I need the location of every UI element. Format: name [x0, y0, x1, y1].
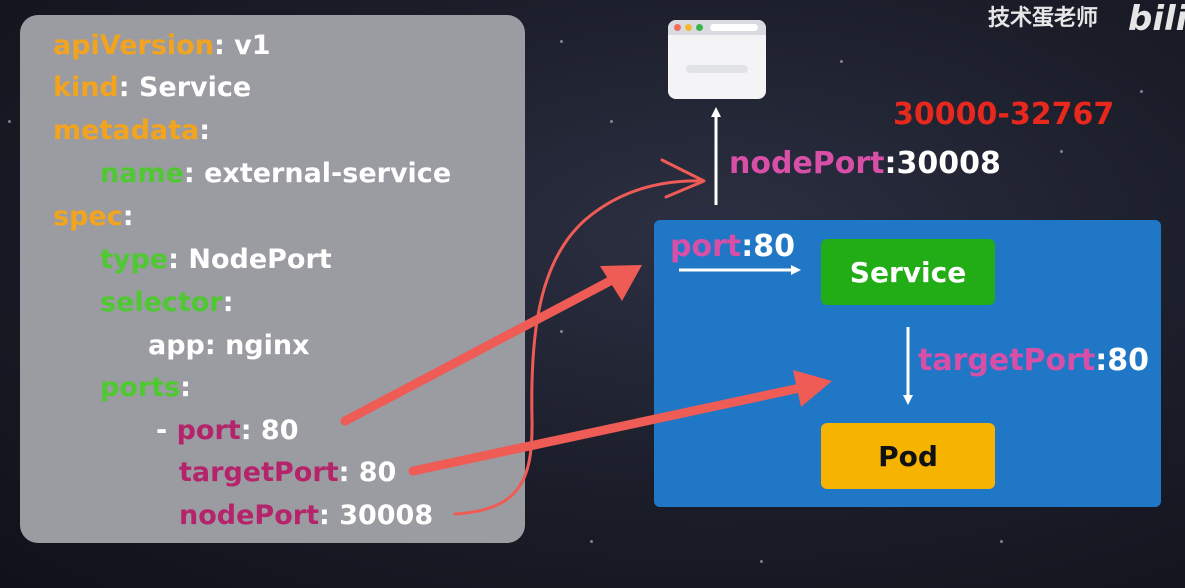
yaml-line-targetport: targetPort: 80	[179, 459, 396, 486]
port-label: port:80	[670, 232, 795, 262]
label-key: targetPort	[918, 343, 1096, 378]
label-sep: :	[1095, 343, 1108, 378]
red-curve-nodeport	[453, 179, 704, 516]
yaml-sep: :	[213, 30, 235, 61]
nodeport-range-label: 30000-32767	[893, 97, 1115, 132]
yaml-line-metadata: metadata:	[53, 117, 210, 144]
yaml-line-spec: spec:	[53, 203, 134, 230]
yaml-value: v1	[234, 30, 271, 61]
yaml-line-app: app: nginx	[148, 330, 310, 361]
yaml-value: 80	[260, 415, 299, 446]
yaml-value: 80	[358, 457, 397, 488]
yaml-dash: -	[156, 415, 177, 446]
yaml-key: spec	[53, 201, 123, 232]
label-value: 80	[1107, 343, 1150, 378]
red-arrow-targetport	[408, 383, 805, 476]
yaml-key: port	[176, 415, 241, 446]
yaml-key: selector	[100, 287, 223, 318]
yaml-sep: :	[222, 287, 234, 318]
yaml-sep: :	[168, 244, 189, 275]
label-sep: :	[741, 229, 754, 264]
label-value: 30008	[896, 146, 1001, 181]
yaml-value: external-service	[204, 158, 452, 189]
yaml-line-kind: kind: Service	[53, 74, 251, 101]
yaml-key: ports	[100, 372, 181, 403]
browser-content-line	[686, 65, 748, 73]
yaml-sep: :	[122, 201, 134, 232]
yaml-key: kind	[53, 72, 119, 103]
yaml-line-name: name: external-service	[100, 160, 451, 187]
yaml-sep: :	[199, 115, 211, 146]
targetport-label: targetPort:80	[918, 346, 1149, 376]
yaml-sep: :	[318, 500, 340, 531]
service-box: Service	[821, 239, 995, 305]
yaml-sep: :	[338, 457, 359, 488]
yaml-key: targetPort	[179, 457, 339, 488]
author-watermark: 技术蛋老师	[988, 6, 1099, 31]
yaml-key: nodePort	[179, 500, 319, 531]
yaml-sep: :	[180, 372, 191, 403]
browser-title-bar	[668, 20, 766, 35]
yaml-key: apiVersion	[53, 30, 214, 61]
label-sep: :	[884, 146, 897, 181]
red-arrowhead-targetport	[793, 370, 832, 407]
yaml-code-panel	[20, 15, 525, 543]
nodeport-label: nodePort:30008	[729, 149, 1001, 179]
yaml-line-type: type: NodePort	[100, 246, 332, 273]
pod-box: Pod	[821, 423, 995, 489]
yaml-value: 30008	[339, 500, 434, 531]
yaml-key: name	[100, 158, 184, 189]
yaml-line-port: - port: 80	[156, 417, 299, 444]
browser-url-bar	[710, 24, 758, 31]
yaml-sep: :	[183, 158, 205, 189]
yaml-sep: :	[240, 415, 261, 446]
browser-dot-red	[674, 24, 681, 31]
yaml-line-ports: ports:	[100, 374, 191, 401]
yaml-key: metadata	[53, 115, 200, 146]
label-key: port	[670, 229, 742, 264]
yaml-value: NodePort	[188, 244, 332, 275]
label-value: 80	[753, 229, 795, 264]
red-curve-arrowhead	[660, 158, 706, 199]
yaml-line-nodeport: nodePort: 30008	[179, 502, 433, 529]
yaml-key: type	[100, 244, 169, 275]
label-key: nodePort	[729, 146, 885, 181]
yaml-value: Service	[138, 72, 252, 103]
browser-dot-green	[696, 24, 703, 31]
browser-window-icon	[668, 20, 766, 99]
yaml-line-selector: selector:	[100, 289, 234, 316]
bilibili-logo: bili	[1128, 0, 1185, 39]
yaml-line-apiversion: apiVersion: v1	[53, 32, 271, 59]
yaml-sep: :	[118, 72, 139, 103]
browser-dot-yellow	[685, 24, 692, 31]
red-arrow-port	[340, 275, 617, 426]
red-arrowhead-port	[600, 265, 642, 301]
